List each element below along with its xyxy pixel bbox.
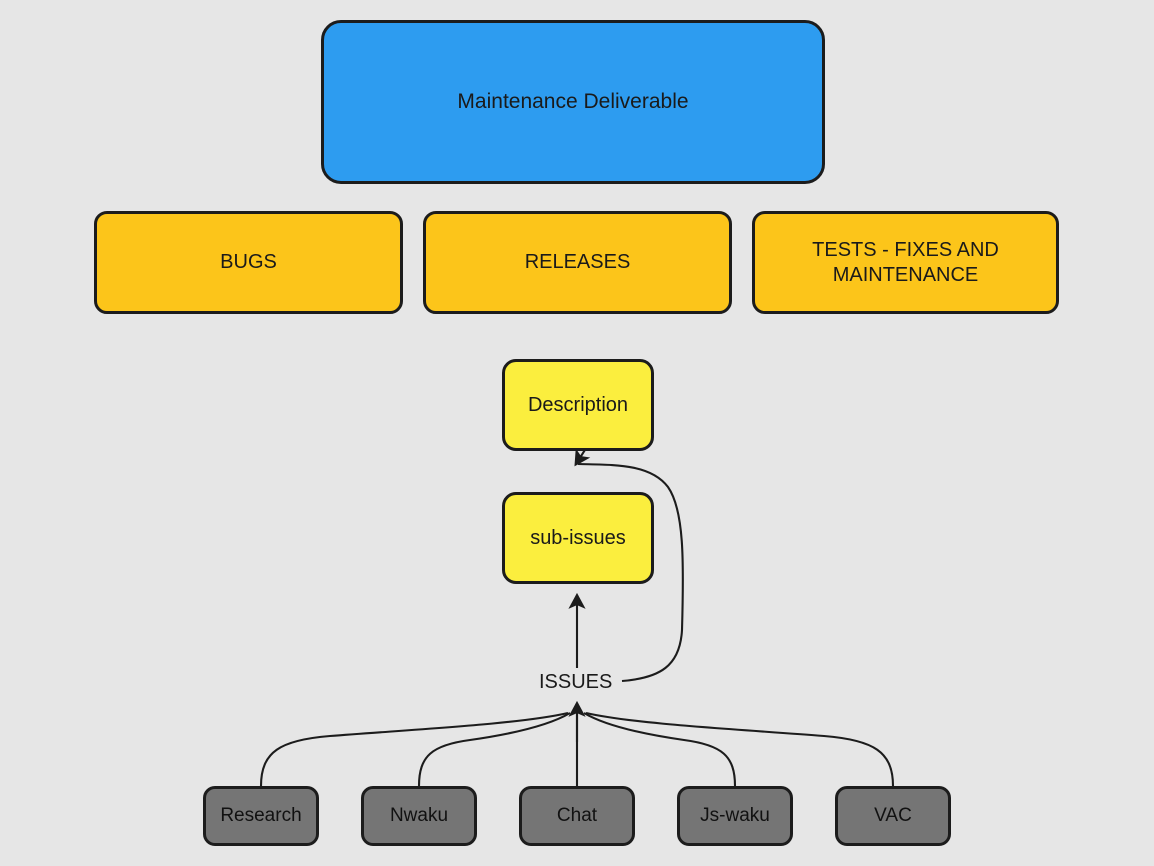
node-category-tests-fixes-and-maintenance[interactable]: TESTS - FIXES AND MAINTENANCE: [752, 211, 1059, 314]
node-sub-issues[interactable]: sub-issues: [502, 492, 654, 584]
edge-label-issues: ISSUES: [536, 671, 616, 694]
node-source-chat[interactable]: Chat: [519, 786, 635, 846]
node-description[interactable]: Description: [502, 359, 654, 451]
source-to-issues-edges: [259, 711, 895, 787]
edge-research-issues: [259, 711, 569, 787]
edge-nwaku-issues: [417, 712, 571, 787]
node-source-research[interactable]: Research: [203, 786, 319, 846]
edge-issues-to-description-curve: [577, 462, 684, 683]
node-category-releases[interactable]: RELEASES: [423, 211, 732, 314]
edge-vac-issues: [585, 711, 895, 787]
node-source-js-waku[interactable]: Js-waku: [677, 786, 793, 846]
node-source-nwaku[interactable]: Nwaku: [361, 786, 477, 846]
node-source-vac[interactable]: VAC: [835, 786, 951, 846]
edge-jswaku-issues: [583, 712, 737, 787]
node-maintenance-deliverable[interactable]: Maintenance Deliverable: [321, 20, 825, 184]
node-category-bugs[interactable]: BUGS: [94, 211, 403, 314]
